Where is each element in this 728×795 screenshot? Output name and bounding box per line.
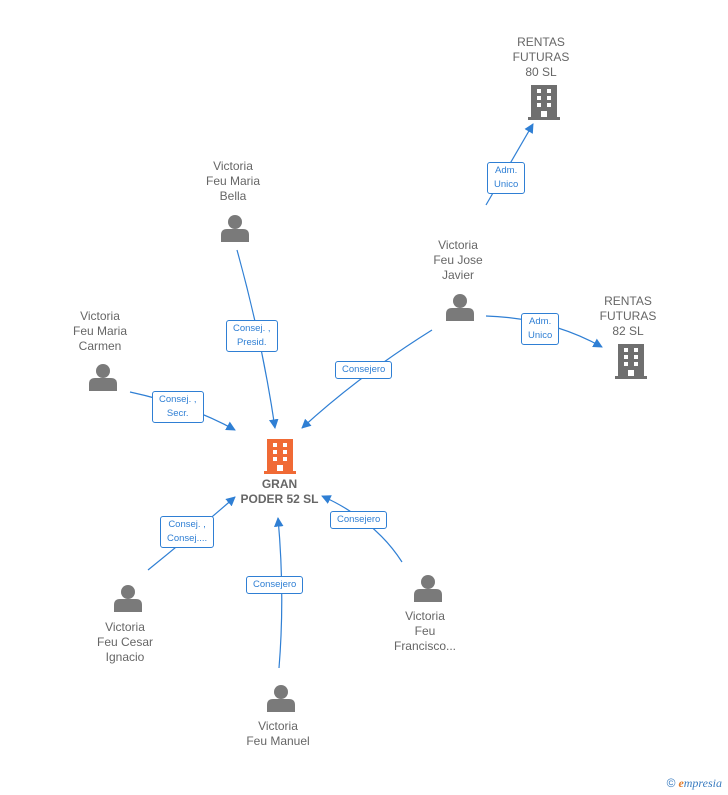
relation-label-cesar[interactable]: Consej. , Consej....	[160, 516, 215, 548]
relation-label-francisco[interactable]: Consejero	[330, 511, 388, 529]
relation-label-rentas82[interactable]: Adm. Unico	[521, 313, 560, 345]
node-label-line: PODER 52 SL	[240, 492, 319, 506]
node-label-line: Carmen	[78, 339, 122, 353]
brand-name: mpresia	[683, 776, 722, 790]
node-label-rentas80[interactable]: RENTAS FUTURAS 80 SL	[486, 35, 596, 80]
node-label-line: 80 SL	[525, 65, 557, 79]
node-label-line: RENTAS	[604, 294, 652, 308]
node-label-line: Victoria	[405, 609, 445, 623]
node-label-line: Victoria	[80, 309, 120, 323]
node-label-line: 82 SL	[612, 324, 644, 338]
relation-label-javier[interactable]: Consejero	[335, 361, 393, 379]
person-icon[interactable]	[414, 575, 442, 602]
node-label-line: Victoria	[213, 159, 253, 173]
node-label-carmen[interactable]: Victoria Feu Maria Carmen	[45, 309, 155, 354]
node-label-line: FUTURAS	[599, 309, 657, 323]
relation-label-manuel[interactable]: Consejero	[246, 576, 304, 594]
node-label-line: Feu Cesar	[96, 635, 154, 649]
person-icon[interactable]	[114, 585, 142, 612]
node-label-line: Francisco...	[393, 639, 456, 653]
relation-label-line: Consej. ,	[159, 394, 197, 405]
person-icon[interactable]	[221, 215, 249, 242]
node-label-manuel[interactable]: Victoria Feu Manuel	[223, 719, 333, 749]
relation-label-rentas80[interactable]: Adm. Unico	[487, 162, 526, 194]
relation-label-line: Consejero	[337, 514, 381, 525]
relation-label-line: Adm.	[529, 316, 552, 327]
relation-label-line: Adm.	[495, 165, 518, 176]
node-label-line: Feu Jose	[433, 253, 483, 267]
node-label-line: Feu Manuel	[246, 734, 310, 748]
node-label-line: Feu	[414, 624, 436, 638]
relation-label-line: Unico	[494, 179, 519, 190]
person-icon[interactable]	[89, 364, 117, 391]
node-label-bella[interactable]: Victoria Feu Maria Bella	[178, 159, 288, 204]
node-label-francisco[interactable]: Victoria Feu Francisco...	[370, 609, 480, 654]
brand-logo[interactable]: ©empresia	[667, 776, 722, 791]
copyright-symbol: ©	[666, 776, 676, 790]
brand-initial: e	[678, 776, 684, 790]
node-label-line: Feu Maria	[72, 324, 128, 338]
node-label-line: FUTURAS	[512, 50, 570, 64]
node-label-line: Feu Maria	[205, 174, 261, 188]
relation-label-line: Presid.	[236, 337, 267, 348]
node-label-line: Ignacio	[105, 650, 145, 664]
person-icon[interactable]	[446, 294, 474, 321]
edge-rentas80	[485, 123, 534, 206]
relation-label-line: Consej. ,	[168, 519, 206, 530]
relation-label-line: Consej....	[167, 533, 208, 544]
node-label-line: Javier	[441, 268, 474, 282]
building-icon[interactable]	[528, 85, 560, 120]
building-icon[interactable]	[615, 344, 647, 379]
relation-label-line: Consejero	[253, 579, 297, 590]
relation-label-line: Consej. ,	[233, 323, 271, 334]
node-label-line: Victoria	[105, 620, 145, 634]
relation-label-line: Secr.	[166, 408, 189, 419]
person-icon[interactable]	[267, 685, 295, 712]
relation-label-bella[interactable]: Consej. , Presid.	[226, 320, 278, 352]
node-label-javier[interactable]: Victoria Feu Jose Javier	[403, 238, 513, 283]
relation-label-line: Unico	[528, 330, 553, 341]
node-label-line: GRAN	[261, 477, 298, 491]
relation-label-line: Consejero	[342, 364, 386, 375]
building-icon[interactable]	[264, 439, 296, 474]
node-label-line: Bella	[219, 189, 247, 203]
node-label-cesar[interactable]: Victoria Feu Cesar Ignacio	[70, 620, 180, 665]
node-label-line: Victoria	[438, 238, 478, 252]
node-label-center[interactable]: GRAN PODER 52 SL	[222, 477, 337, 507]
node-label-rentas82[interactable]: RENTAS FUTURAS 82 SL	[573, 294, 683, 339]
relation-label-carmen[interactable]: Consej. , Secr.	[152, 391, 204, 423]
node-label-line: Victoria	[258, 719, 298, 733]
edge-javier	[301, 329, 433, 429]
node-label-line: RENTAS	[517, 35, 565, 49]
